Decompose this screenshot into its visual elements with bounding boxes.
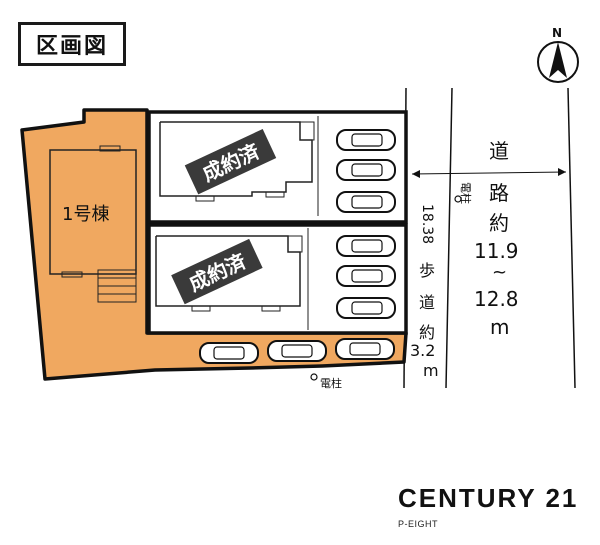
road-char-2: 路: [489, 181, 509, 205]
car-icon: [335, 338, 395, 360]
utility-pole-label-front: 電柱: [320, 376, 342, 390]
lot-1-house: [49, 145, 137, 303]
car-icon: [336, 297, 396, 319]
road-char-3: 約: [489, 211, 509, 235]
sidewalk-char-2: 道: [419, 293, 435, 312]
road-width-arrow: [411, 168, 567, 178]
brand-name: CENTURY 21: [398, 483, 579, 513]
utility-pole-icon: [310, 373, 318, 381]
sidewalk-char-3: 約: [419, 323, 435, 342]
sold-lot-lower-house: [155, 228, 309, 330]
brand-subtitle: P-EIGHT: [398, 519, 439, 529]
lot-1-area: [20, 108, 408, 381]
road-width-min: 11.9: [474, 239, 519, 263]
car-icon: [336, 159, 396, 181]
road-far-edge-line: [567, 87, 576, 389]
parking-cars-upper: [336, 129, 396, 213]
sold-lot-upper-house: [159, 116, 319, 216]
road-char-1: 道: [489, 139, 509, 163]
parking-cars-lower: [336, 235, 396, 319]
car-icon: [336, 265, 396, 287]
car-icon: [336, 191, 396, 213]
car-icon: [336, 129, 396, 151]
car-icon: [267, 340, 327, 362]
utility-pole-label-road: 電柱: [459, 182, 473, 204]
lot-1-label: 1号棟: [62, 204, 109, 225]
sidewalk-length: 18.38: [419, 204, 435, 244]
sidewalk-unit: m: [423, 361, 439, 380]
road-unit: m: [490, 315, 509, 339]
parking-cars-strip: [199, 338, 395, 364]
utility-pole-icon: [454, 195, 462, 203]
svg-text:18.38: 18.38: [419, 204, 435, 244]
car-icon: [199, 342, 259, 364]
north-label: N: [552, 26, 562, 40]
sidewalk-edge-line: [445, 87, 453, 389]
road-width-tilde: ~: [492, 262, 507, 283]
car-icon: [336, 235, 396, 257]
sidewalk-char-1: 歩: [419, 261, 435, 280]
north-arrow-icon: N: [537, 26, 579, 83]
svg-text:電柱: 電柱: [459, 182, 473, 204]
road-width-max: 12.8: [474, 287, 519, 311]
map-title: 区画図: [18, 22, 126, 66]
sidewalk-width: 3.2: [410, 341, 435, 360]
